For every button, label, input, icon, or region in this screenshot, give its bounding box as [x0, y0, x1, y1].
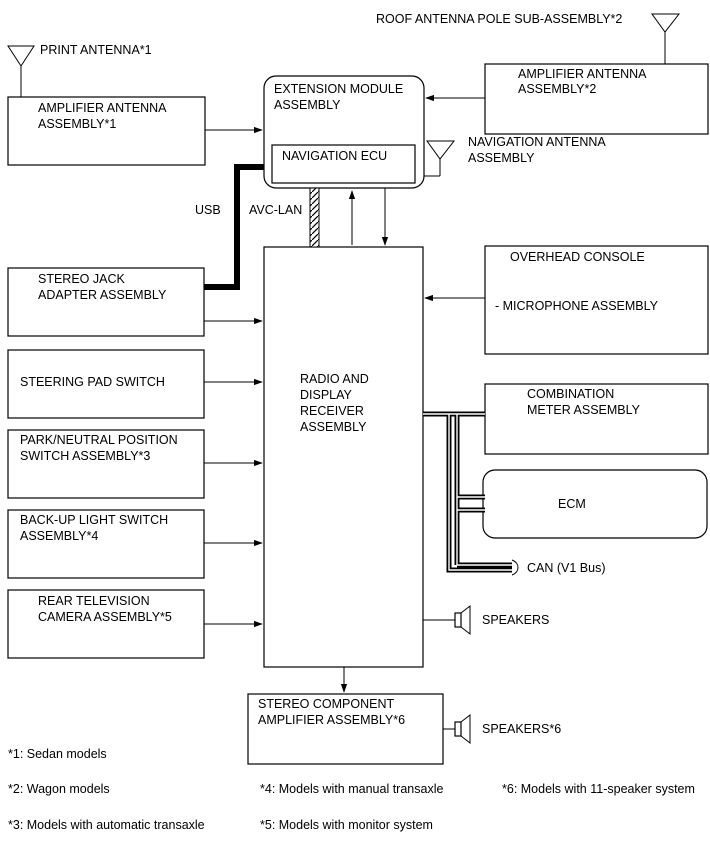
footnote-6: *6: Models with 11-speaker system	[502, 782, 695, 796]
back-up-light-switch-assembly-label: BACK-UP LIGHT SWITCH ASSEMBLY*4	[20, 513, 172, 543]
steering-pad-switch: STEERING PAD SWITCH	[7, 349, 205, 419]
navigation-antenna-icon	[424, 140, 456, 177]
radio-display-receiver-assembly: RADIO AND DISPLAY RECEIVER ASSEMBLY	[263, 246, 424, 668]
speakers-6-label: SPEAKERS*6	[482, 722, 561, 736]
extension-module-assembly-label: EXTENSION MODULE ASSEMBLY	[274, 82, 407, 112]
footnote-4: *4: Models with manual transaxle	[260, 782, 443, 796]
extension-module-assembly: EXTENSION MODULE ASSEMBLY NAVIGATION ECU	[263, 75, 425, 189]
footnote-1: *1: Sedan models	[8, 747, 107, 761]
amplifier-antenna-assembly-2: AMPLIFIER ANTENNA ASSEMBLY*2	[484, 63, 709, 135]
footnote-3: *3: Models with automatic transaxle	[8, 818, 205, 832]
back-up-light-switch-assembly: BACK-UP LIGHT SWITCH ASSEMBLY*4	[7, 509, 205, 579]
ecm: ECM	[482, 469, 708, 539]
park-neutral-position-switch-assembly-label: PARK/NEUTRAL POSITION SWITCH ASSEMBLY*3	[20, 433, 181, 463]
connections	[204, 94, 485, 730]
amplifier-antenna-assembly-1-label: AMPLIFIER ANTENNA ASSEMBLY*1	[38, 101, 169, 131]
stereo-component-amplifier-assembly: STEREO COMPONENT AMPLIFIER ASSEMBLY*6	[247, 693, 444, 765]
can-bus	[423, 411, 519, 576]
footnote-2: *2: Wagon models	[8, 782, 110, 796]
navigation-antenna: NAVIGATION ANTENNA ASSEMBLY	[424, 135, 609, 177]
avc-lan-label: AVC-LAN	[249, 203, 302, 217]
print-antenna: PRINT ANTENNA*1	[7, 43, 152, 97]
park-neutral-position-switch-assembly: PARK/NEUTRAL POSITION SWITCH ASSEMBLY*3	[7, 429, 205, 499]
roof-antenna: ROOF ANTENNA POLE SUB-ASSEMBLY*2	[376, 12, 681, 64]
combination-meter-assembly-label: COMBINATION METER ASSEMBLY	[527, 387, 641, 417]
usb-cable	[204, 164, 264, 290]
microphone-assembly-label: - MICROPHONE ASSEMBLY	[495, 299, 659, 313]
footnotes: *1: Sedan models *2: Wagon models *3: Mo…	[8, 747, 695, 832]
stereo-component-amplifier-assembly-label: STEREO COMPONENT AMPLIFIER ASSEMBLY*6	[258, 697, 405, 727]
roof-antenna-icon	[651, 13, 681, 64]
radio-display-receiver-assembly-label: RADIO AND DISPLAY RECEIVER ASSEMBLY	[300, 372, 372, 434]
combination-meter-assembly: COMBINATION METER ASSEMBLY	[484, 383, 709, 455]
usb-label: USB	[195, 203, 221, 217]
stereo-jack-adapter-assembly: STEREO JACK ADAPTER ASSEMBLY	[7, 267, 205, 337]
navigation-antenna-label: NAVIGATION ANTENNA ASSEMBLY	[468, 135, 609, 165]
footnote-5: *5: Models with monitor system	[260, 818, 433, 832]
speaker-icon	[454, 604, 471, 636]
avc-lan-bus	[309, 187, 320, 248]
overhead-console-label: OVERHEAD CONSOLE	[510, 250, 645, 264]
navigation-ecu-label: NAVIGATION ECU	[282, 149, 387, 163]
can-bus-label: CAN (V1 Bus)	[527, 561, 606, 575]
roof-antenna-label: ROOF ANTENNA POLE SUB-ASSEMBLY*2	[376, 12, 622, 26]
speakers-label: SPEAKERS	[482, 613, 549, 627]
steering-pad-switch-label: STEERING PAD SWITCH	[20, 375, 165, 389]
ecm-label: ECM	[558, 497, 586, 511]
speaker-icon	[454, 713, 471, 745]
amplifier-antenna-assembly-1: AMPLIFIER ANTENNA ASSEMBLY*1	[7, 96, 206, 166]
amplifier-antenna-assembly-2-label: AMPLIFIER ANTENNA ASSEMBLY*2	[518, 67, 649, 96]
print-antenna-label: PRINT ANTENNA*1	[40, 43, 152, 57]
overhead-console: OVERHEAD CONSOLE - MICROPHONE ASSEMBLY	[484, 245, 709, 355]
rear-television-camera-assembly-label: REAR TELEVISION CAMERA ASSEMBLY*5	[38, 594, 172, 624]
print-antenna-icon	[7, 45, 35, 97]
rear-television-camera-assembly: REAR TELEVISION CAMERA ASSEMBLY*5	[7, 589, 205, 659]
stereo-jack-adapter-assembly-label: STEREO JACK ADAPTER ASSEMBLY	[38, 272, 167, 302]
navigation-ecu: NAVIGATION ECU	[271, 144, 416, 184]
